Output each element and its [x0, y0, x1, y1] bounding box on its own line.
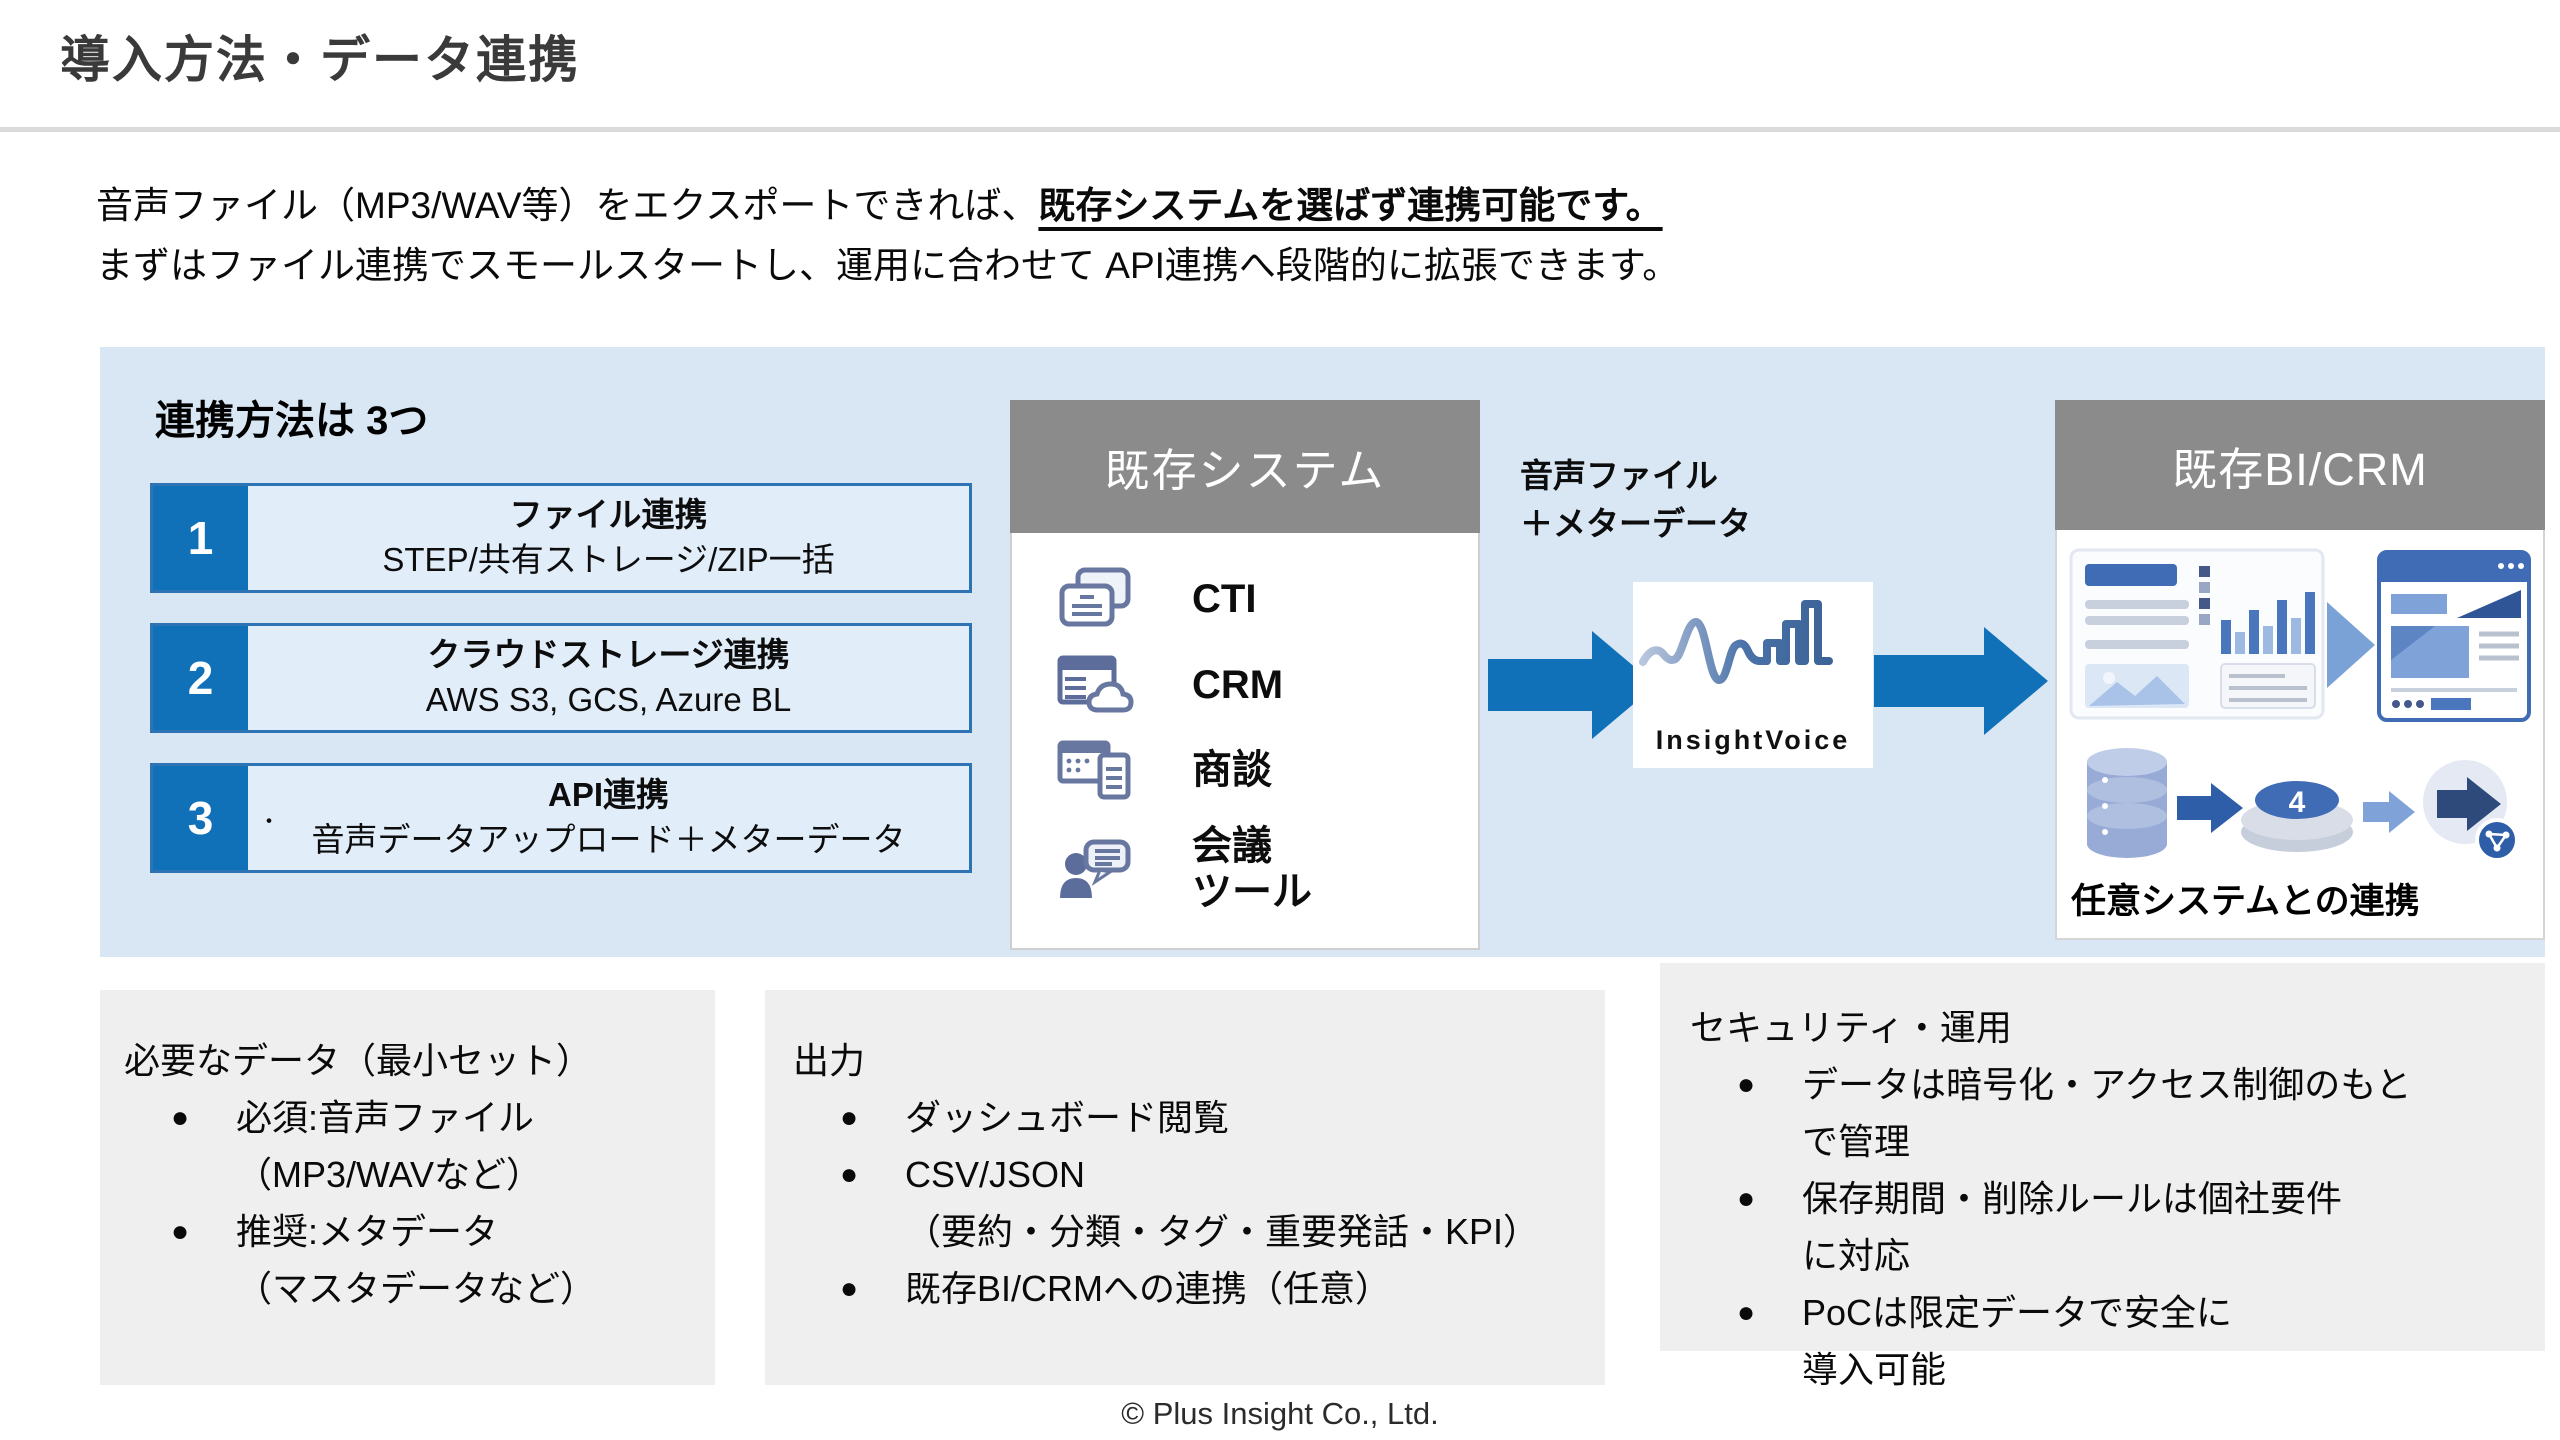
- list-item-label: CTI: [1192, 577, 1257, 622]
- list-item: ● 既存BI/CRMへの連携（任意）: [793, 1260, 1597, 1317]
- title-divider: [0, 127, 2560, 132]
- list-item: CRM: [1056, 652, 1478, 718]
- flow-arrow-right-icon: [1488, 631, 1656, 739]
- method-cloud-storage: 2 クラウドストレージ連携 AWS S3, GCS, Azure BL: [150, 623, 972, 733]
- list-item: 会議 ツール: [1056, 823, 1478, 915]
- list-item: ● 推奨:メタデータ （マスタデータなど）: [124, 1203, 707, 1317]
- method-number: 1: [153, 486, 248, 590]
- output-card: 出力 ● ダッシュボード閲覧 ● CSV/JSON （要約・分類・タグ・重要発話…: [765, 990, 1605, 1385]
- intro-line-1-normal: 音声ファイル（MP3/WAV等）をエクスポートできれば、: [96, 185, 1039, 226]
- security-card: セキュリティ・運用 ● データは暗号化・アクセス制御のもと で管理 ● 保存期間…: [1660, 963, 2545, 1390]
- list-item-label: CRM: [1192, 662, 1284, 707]
- intro-line-1-emphasis: 既存システムを選ばず連携可能です。: [1038, 185, 1663, 226]
- list-item: ● ダッシュボード閲覧: [793, 1089, 1597, 1146]
- method-api: 3 API連携 音声データアップロード＋メターデータ ・: [150, 763, 972, 873]
- page-title: 導入方法・データ連携: [60, 32, 580, 88]
- subtitle-bullet: ・: [258, 809, 281, 834]
- panel-heading: 連携方法は 3つ: [155, 399, 429, 443]
- table-cloud-icon: [1057, 655, 1134, 713]
- list-item: ● データは暗号化・アクセス制御のもと で管理: [1690, 1056, 2537, 1170]
- method-body: API連携 音声データアップロード＋メターデータ ・: [248, 766, 969, 870]
- method-title: クラウドストレージ連携: [427, 636, 790, 674]
- method-number: 3: [153, 766, 248, 870]
- method-title: API連携: [547, 776, 669, 814]
- intro-paragraph: 音声ファイル（MP3/WAV等）をエクスポートできれば、既存システムを選ばず連携…: [96, 176, 1679, 296]
- logo-wordmark: InsightVoice: [1655, 725, 1851, 755]
- intro-line-2: まずはファイル連携でスモールスタートし、運用に合わせて API連携へ段階的に拡張…: [96, 245, 1680, 286]
- bullet-text: PoCは限定データで安全に 導入可能: [1802, 1292, 2233, 1390]
- method-title: ファイル連携: [509, 496, 708, 534]
- source-system-header: 既存システム: [1010, 400, 1480, 533]
- bi-crm-box: 既存BI/CRM: [2055, 400, 2545, 940]
- source-system-box: 既存システム CTI: [1010, 400, 1480, 950]
- method-subtitle: 音声データアップロード＋メターデータ: [311, 821, 906, 858]
- svg-text:4: 4: [2289, 786, 2306, 819]
- card-heading: 出力: [793, 1040, 866, 1081]
- list-item: ● CSV/JSON （要約・分類・タグ・重要発話・KPI）: [793, 1146, 1597, 1260]
- bullet-icon: ●: [170, 1101, 190, 1134]
- method-subtitle: AWS S3, GCS, Azure BL: [425, 681, 792, 718]
- bi-crm-caption: 任意システムとの連携: [2071, 882, 2420, 921]
- source-system-list: CTI CRM: [1010, 533, 1480, 950]
- method-subtitle: STEP/共有ストレージ/ZIP一括: [382, 541, 835, 578]
- bullet-text: 必須:音声ファイル （MP3/WAVなど）: [236, 1097, 543, 1195]
- flow-arrow-right-icon: [1874, 627, 2048, 735]
- monitor-document-icon: [1057, 740, 1131, 800]
- list-item: ● 保存期間・削除ルールは個社要件 に対応: [1690, 1170, 2537, 1284]
- card-heading: セキュリティ・運用: [1690, 1007, 2012, 1048]
- insightvoice-logo: InsightVoice: [1633, 582, 1873, 768]
- list-item: CTI: [1056, 566, 1478, 632]
- bullet-icon: ●: [839, 1272, 859, 1305]
- intro-line-1: 音声ファイル（MP3/WAV等）をエクスポートできれば、既存システムを選ばず連携…: [96, 176, 1679, 236]
- method-file-integration: 1 ファイル連携 STEP/共有ストレージ/ZIP一括: [150, 483, 972, 593]
- bullet-text: データは暗号化・アクセス制御のもと で管理: [1802, 1064, 2412, 1162]
- bullet-icon: ●: [839, 1158, 859, 1191]
- bullet-text: 保存期間・削除ルールは個社要件 に対応: [1802, 1178, 2343, 1276]
- bi-crm-header: 既存BI/CRM: [2055, 400, 2545, 530]
- bullet-text: CSV/JSON （要約・分類・タグ・重要発話・KPI）: [905, 1154, 1540, 1252]
- cards-icon: [1059, 567, 1131, 627]
- flow-label: 音声ファイル ＋メターデータ: [1520, 457, 1751, 542]
- bi-dashboard-illustration: 4: [2069, 548, 2531, 862]
- bullet-text: ダッシュボード閲覧: [905, 1097, 1230, 1138]
- list-item-label: 会議 ツール: [1192, 823, 1312, 914]
- method-body: ファイル連携 STEP/共有ストレージ/ZIP一括: [248, 486, 969, 590]
- bullet-icon: ●: [1736, 1182, 1756, 1215]
- bi-crm-body: 4 任意システムとの連携: [2055, 530, 2545, 940]
- person-chat-icon: [1060, 839, 1131, 898]
- copyright-notice: © Plus Insight Co., Ltd.: [1121, 1396, 1439, 1431]
- bullet-icon: ●: [170, 1215, 190, 1248]
- bullet-icon: ●: [839, 1101, 859, 1134]
- list-item-label: 商談: [1192, 748, 1272, 793]
- waveform-icon: [1639, 600, 1833, 684]
- list-item: 商談: [1056, 737, 1478, 803]
- card-heading: 必要なデータ（最小セット）: [124, 1040, 593, 1081]
- method-body: クラウドストレージ連携 AWS S3, GCS, Azure BL: [248, 626, 969, 730]
- bullet-icon: ●: [1736, 1296, 1756, 1329]
- list-item: ● PoCは限定データで安全に 導入可能: [1690, 1284, 2537, 1398]
- bullet-text: 推奨:メタデータ （マスタデータなど）: [236, 1211, 597, 1309]
- bullet-icon: ●: [1736, 1068, 1756, 1101]
- list-item: ● 必須:音声ファイル （MP3/WAVなど）: [124, 1089, 707, 1203]
- required-data-card: 必要なデータ（最小セット） ● 必須:音声ファイル （MP3/WAVなど） ● …: [100, 990, 715, 1385]
- method-number: 2: [153, 626, 248, 730]
- bullet-text: 既存BI/CRMへの連携（任意）: [905, 1268, 1392, 1309]
